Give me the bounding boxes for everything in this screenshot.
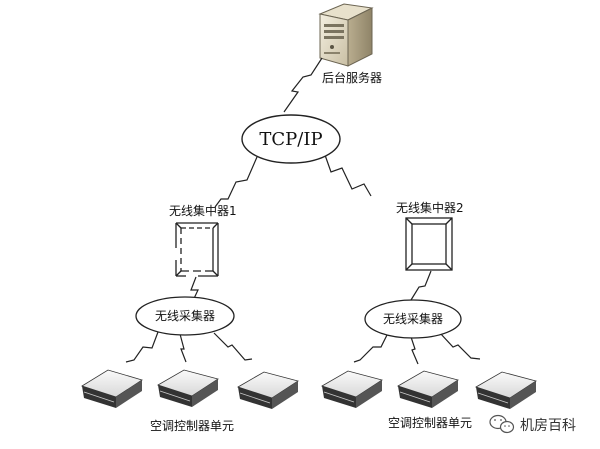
- ac-controller-device-2a: [321, 370, 383, 408]
- collector-2-label: 无线采集器: [383, 311, 443, 326]
- concentrator-2-label: 无线集中器2: [396, 200, 464, 215]
- ac-controller-device-2b: [397, 370, 459, 408]
- concentrator-1-label: 无线集中器1: [169, 203, 237, 218]
- ac-controller-device-1c: [237, 371, 299, 409]
- collector-2-ellipse: [364, 299, 462, 339]
- tcp-ip-ellipse: [241, 114, 341, 164]
- link-collector1-device3: [213, 332, 253, 361]
- ac-controller-device-1a: [81, 369, 143, 408]
- link-collector1-device2: [179, 333, 187, 363]
- server-icon: [318, 3, 374, 67]
- link-network-concentrator1: [214, 156, 258, 208]
- link-concentrator2-collector2: [410, 270, 432, 301]
- ac-controller-device-1b: [157, 369, 219, 407]
- wireless-links: [125, 57, 481, 365]
- link-network-concentrator2: [324, 154, 372, 197]
- link-collector2-device1: [353, 332, 389, 363]
- concentrator-2-icon: [405, 217, 453, 271]
- concentrator-1-icon: [175, 222, 219, 277]
- wechat-icon: [489, 414, 515, 434]
- tcp-ip-label: TCP/IP: [259, 129, 322, 150]
- link-collector2-device2: [409, 333, 419, 365]
- link-collector1-device1: [125, 331, 159, 363]
- collector-1-label: 无线采集器: [155, 308, 215, 323]
- link-server-network: [283, 57, 323, 113]
- collector-1-ellipse: [135, 296, 235, 336]
- server-label: 后台服务器: [322, 70, 382, 85]
- units-2-label: 空调控制器单元: [388, 416, 472, 430]
- link-collector2-device3: [439, 332, 481, 360]
- ac-controller-device-2c: [475, 371, 537, 409]
- watermark-text: 机房百科: [520, 418, 576, 434]
- units-1-label: 空调控制器单元: [150, 419, 234, 433]
